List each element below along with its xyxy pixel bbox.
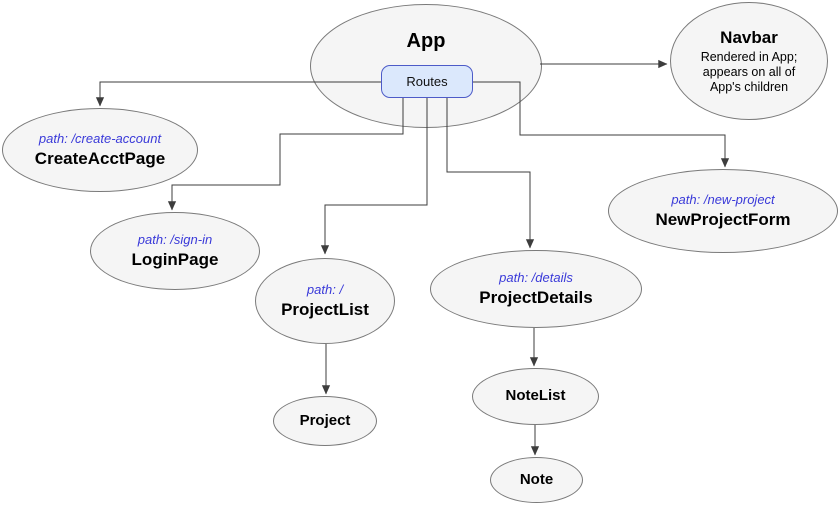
node-projectdetails-title: ProjectDetails: [479, 287, 593, 307]
node-navbar-subtitle-line3: App's children: [709, 80, 789, 95]
node-createacctpage: path: /create-account CreateAcctPage: [2, 108, 198, 192]
node-loginpage-path: path: /sign-in: [137, 231, 213, 247]
node-notelist-title: NoteList: [505, 387, 566, 405]
node-notelist: NoteList: [472, 368, 599, 425]
node-loginpage-title: LoginPage: [131, 249, 219, 269]
node-projectlist: path: / ProjectList: [255, 258, 395, 344]
node-navbar-subtitle-line1: Rendered in App;: [700, 49, 798, 64]
node-navbar-subtitle-line2: appears on all of: [702, 65, 796, 79]
node-navbar: Navbar Rendered in App; appears on all o…: [670, 2, 828, 120]
node-projectlist-path: path: /: [306, 281, 344, 297]
node-newprojectform: path: /new-project NewProjectForm: [608, 169, 838, 253]
node-navbar-title: Navbar: [720, 27, 778, 47]
node-app-title: App: [406, 30, 446, 52]
node-project-title: Project: [299, 411, 351, 429]
node-newprojectform-title: NewProjectForm: [655, 209, 791, 229]
node-newprojectform-path: path: /new-project: [671, 191, 775, 207]
node-project: Project: [273, 396, 377, 446]
node-createacctpage-title: CreateAcctPage: [34, 148, 166, 168]
node-projectdetails-path: path: /details: [499, 269, 573, 285]
node-note-title: Note: [519, 470, 554, 488]
node-note: Note: [490, 457, 583, 503]
node-projectlist-title: ProjectList: [281, 299, 369, 319]
node-createacctpage-path: path: /create-account: [38, 130, 162, 146]
node-routes: Routes: [381, 65, 473, 98]
node-routes-label: Routes: [406, 74, 448, 89]
node-loginpage: path: /sign-in LoginPage: [90, 212, 260, 290]
node-projectdetails: path: /details ProjectDetails: [430, 250, 642, 328]
